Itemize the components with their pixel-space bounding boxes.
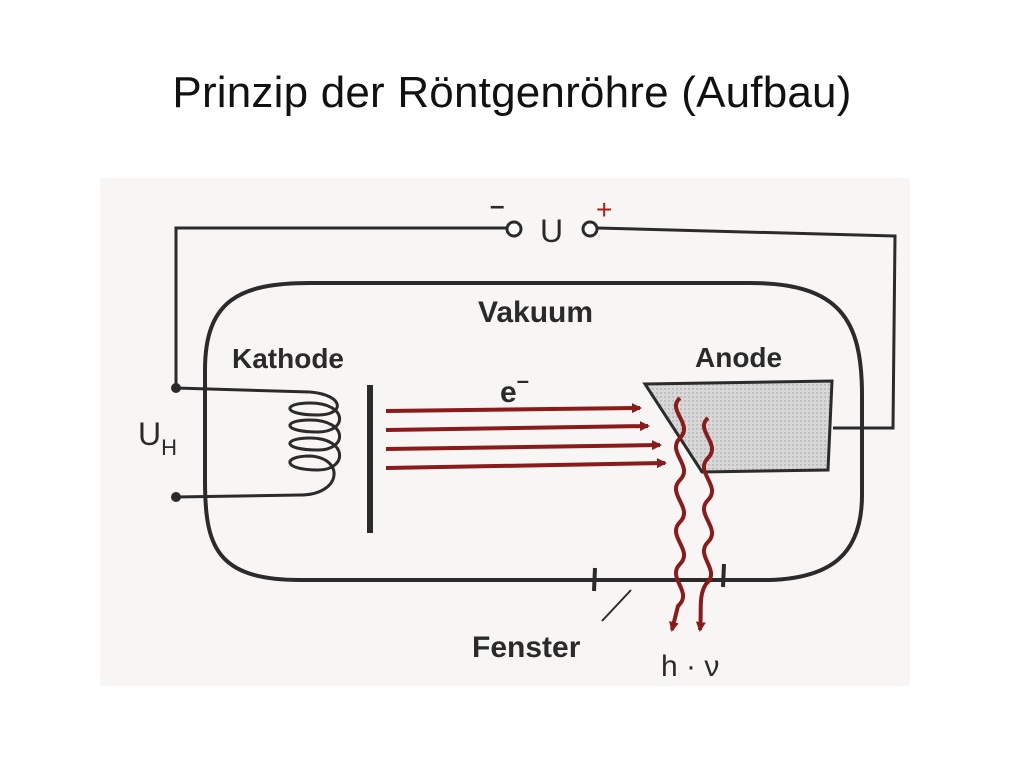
electron-ray-4 (385, 458, 667, 470)
electron-ray-2 (385, 421, 650, 432)
tube-envelope (203, 281, 864, 582)
electron-ray-3 (385, 440, 662, 451)
negative-terminal (505, 220, 523, 238)
electron-label: e– (500, 368, 529, 409)
window-mark-left (592, 567, 597, 592)
window-mark-right (721, 563, 726, 588)
xray-wave-2 (695, 416, 715, 632)
window-label: Fenster (472, 631, 581, 664)
electron-ray-1 (385, 403, 642, 414)
positive-terminal (581, 220, 599, 238)
anode-label: Anode (695, 342, 782, 373)
plus-sign: + (596, 194, 612, 225)
heater-voltage-symbol: U (138, 416, 161, 452)
vacuum-label: Vakuum (478, 296, 593, 329)
heater-voltage-subscript: H (161, 435, 177, 460)
heater-terminal-top (171, 383, 181, 393)
photon-label: h · ν (661, 650, 719, 683)
heater-terminal-bottom (171, 492, 181, 502)
xray-photons (669, 396, 715, 632)
window-pointer (601, 589, 632, 622)
anode-target (642, 379, 834, 474)
minus-sign: – (490, 190, 504, 220)
electron-symbol: e (500, 376, 517, 409)
cathode-label: Kathode (232, 343, 344, 374)
slide-title: Prinzip der Röntgenröhre (Aufbau) (172, 68, 852, 117)
electron-charge: – (517, 368, 529, 393)
voltage-label: U (540, 213, 563, 249)
xray-wave-1 (669, 396, 687, 632)
heater-voltage-label: UH (138, 416, 177, 460)
electron-beam (385, 403, 667, 470)
filament-leads (175, 386, 311, 499)
cathode-filament-coil (288, 390, 341, 497)
